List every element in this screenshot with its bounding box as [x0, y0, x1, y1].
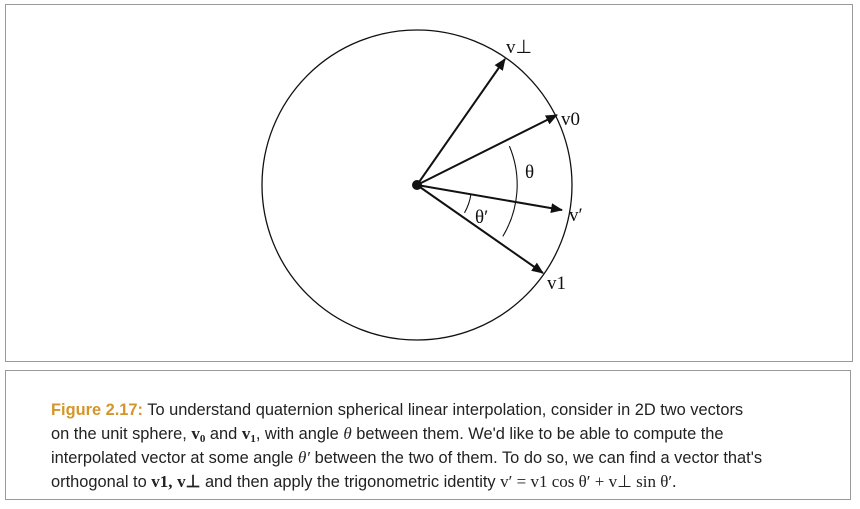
figure-number: Figure 2.17: [51, 401, 143, 419]
math-orth-vperp: v⊥ [177, 472, 201, 491]
caption-line-1: To understand quaternion spherical linea… [147, 401, 744, 419]
math-theta-prime: θ′ [297, 448, 311, 467]
caption-text-segment: , with angle [255, 425, 339, 443]
label-theta-prime: θ′ [475, 207, 488, 228]
caption-panel: Figure 2.17: To understand quaternion sp… [5, 370, 851, 500]
label-v1: v1 [547, 273, 566, 294]
vector-v-prime [416, 184, 563, 214]
slerp-diagram: v⊥ v0 v′ v1 θ θ′ [261, 29, 583, 341]
caption-text-segment: between them. We'd like to be able to co… [356, 425, 724, 443]
label-v0: v0 [561, 109, 580, 130]
caption-text-segment: between the two of them. To do so, we ca… [314, 449, 763, 467]
math-v1: v1 [241, 424, 256, 445]
caption-text-segment: interpolated vector at some angle [51, 449, 294, 467]
origin-point [412, 180, 422, 190]
vector-v-perp [416, 58, 506, 186]
theta-prime-arc [464, 193, 472, 214]
unit-circle [261, 29, 573, 341]
theta-arc [502, 145, 518, 237]
caption-text-segment: orthogonal to [51, 473, 147, 491]
caption-text-segment: and [209, 425, 238, 443]
math-v0: v0 [191, 424, 206, 445]
label-v-perp: v⊥ [506, 37, 532, 58]
vector-v1 [416, 184, 544, 274]
caption-text-segment: and then apply the trigonometric identit… [204, 473, 496, 491]
figure-panel: v⊥ v0 v′ v1 θ θ′ [5, 4, 853, 362]
math-theta: θ [343, 424, 352, 443]
caption-text-segment: on the unit sphere, [51, 425, 187, 443]
label-v-prime: v′ [569, 205, 583, 226]
figure-caption: Figure 2.17: To understand quaternion sp… [51, 398, 826, 494]
label-theta: θ [525, 162, 534, 183]
vector-v0 [416, 114, 558, 186]
math-identity: v′ = v1 cos θ′ + v⊥ sin θ′. [500, 472, 677, 491]
math-orth-v1: v1, [151, 472, 173, 491]
